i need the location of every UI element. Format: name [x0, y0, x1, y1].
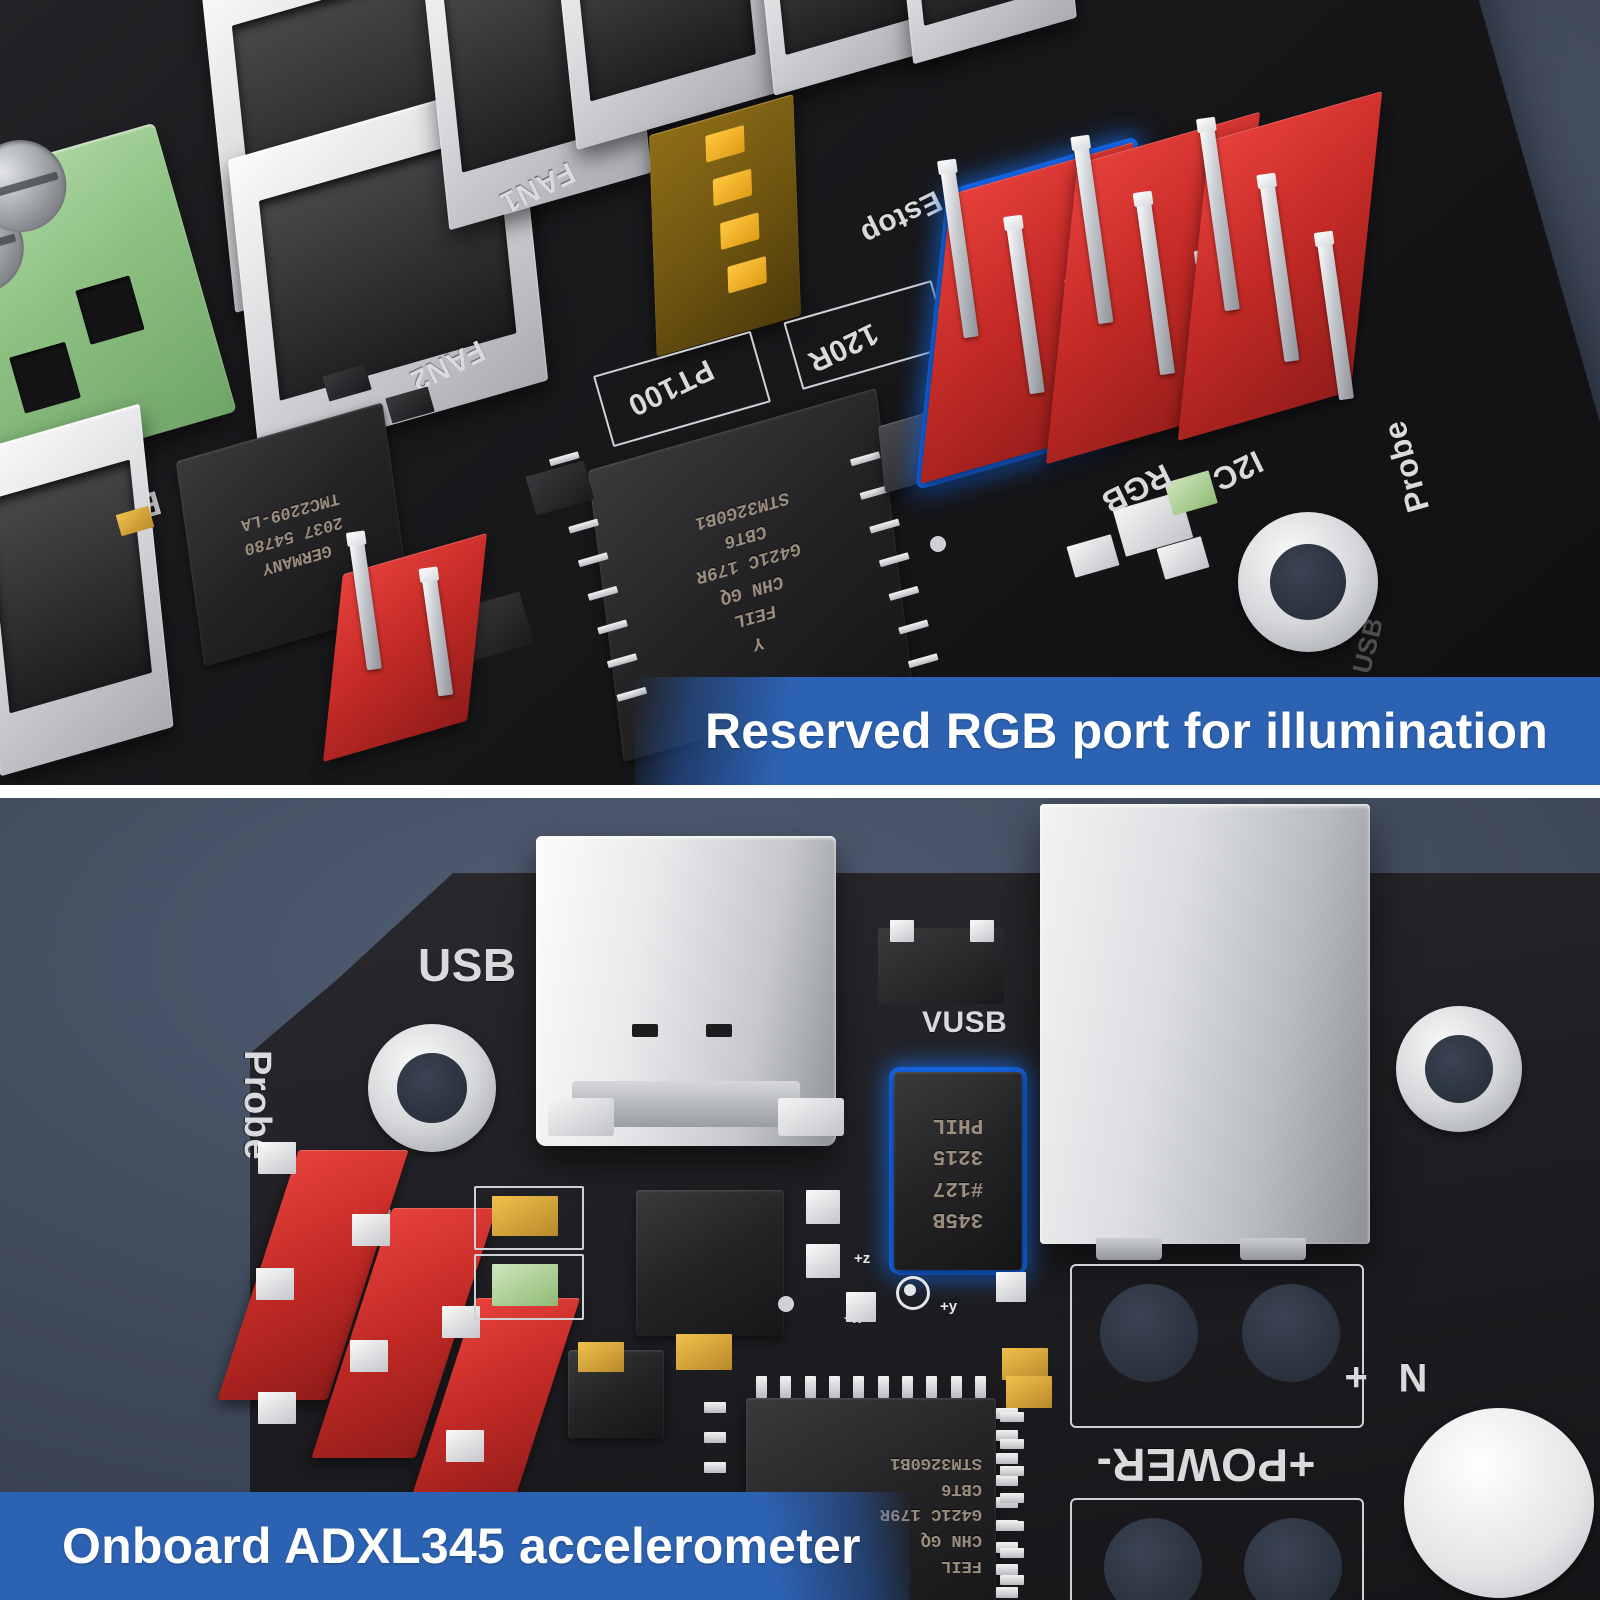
vusb-pad-2 — [970, 920, 994, 942]
smd-cap-d — [1006, 1376, 1052, 1408]
rgb-pad-2 — [446, 1430, 484, 1462]
regulator-ic — [636, 1190, 784, 1336]
shielded-can — [1040, 804, 1370, 1260]
caption-rgb-port: Reserved RGB port for illumination — [635, 677, 1600, 785]
pad-x2 — [806, 1244, 840, 1278]
mcu-b-line-2: CBT6 — [941, 1478, 982, 1498]
power-hole-3 — [1104, 1518, 1202, 1600]
mounting-hole — [1238, 512, 1378, 652]
probe-pad-1 — [258, 1142, 296, 1174]
accel-line-3: #127 — [932, 1175, 984, 1199]
smd-cap-b — [578, 1342, 624, 1372]
pad-x4 — [996, 1272, 1026, 1302]
panel-divider — [0, 785, 1600, 798]
motor-terminal — [1404, 1408, 1594, 1598]
pin-ladder-a — [1000, 1412, 1026, 1600]
rgb-pad-1 — [442, 1306, 480, 1338]
usb-label: USB — [418, 939, 517, 991]
led-1 — [492, 1196, 558, 1236]
usb-mounting-hole — [368, 1024, 496, 1152]
mcu-line-6: Y — [751, 630, 765, 654]
motor-n-label: N — [1398, 1355, 1428, 1399]
probe-pad-3 — [258, 1392, 296, 1424]
power-label: +POWER- — [1096, 1439, 1316, 1491]
probe-pad-2 — [256, 1268, 294, 1300]
pcb-via-1 — [930, 536, 946, 552]
vusb-pad-1 — [890, 920, 914, 942]
panel-rgb-port: E0 FAN1 FAN2 PT100 120R Estop GERMANY — [0, 0, 1600, 785]
pad-x3 — [846, 1292, 876, 1322]
usb-tab-right — [778, 1098, 844, 1136]
terminal-slot-2 — [75, 275, 145, 345]
smd-cap-c — [1002, 1348, 1048, 1380]
mcu-b-line-4: CHN GQ — [920, 1530, 982, 1550]
mcu-b-pins-top — [756, 1376, 986, 1400]
axis-y-label: +y — [940, 1298, 958, 1315]
mcu-b-line-1: STM32G0B1 — [890, 1452, 982, 1472]
led-outline-1 — [474, 1186, 584, 1250]
power-pad-outline-bottom — [1070, 1498, 1364, 1600]
smd-cap-a — [676, 1334, 732, 1370]
led-2 — [492, 1264, 558, 1306]
usb-c-connector[interactable] — [536, 836, 836, 1146]
caption-accelerometer-text: Onboard ADXL345 accelerometer — [62, 1518, 861, 1574]
right-mounting-hole — [1396, 1006, 1522, 1132]
pad-x1 — [806, 1190, 840, 1224]
power-hole-1 — [1100, 1284, 1198, 1382]
dip-switch[interactable] — [649, 94, 801, 357]
power-pad-outline-top — [1070, 1264, 1364, 1428]
panel-accelerometer: USB Probe I2C RGB VUSB — [0, 798, 1600, 1600]
caption-rgb-port-text: Reserved RGB port for illumination — [705, 703, 1549, 759]
accel-line-4: 345B — [932, 1207, 984, 1231]
caption-accelerometer: Onboard ADXL345 accelerometer — [0, 1492, 910, 1600]
pcb-via-2 — [778, 1296, 794, 1312]
terminal-slot-1 — [9, 341, 81, 414]
accel-line-1: PHIL — [932, 1113, 984, 1137]
accelerometer-chip: 345B #127 3215 PHIL — [894, 1072, 1022, 1270]
axis-marker-dot — [904, 1284, 916, 1296]
accel-line-2: 3215 — [932, 1144, 984, 1168]
vusb-label: VUSB — [922, 1006, 1008, 1039]
mcu-b-line-5: FEIL — [941, 1556, 982, 1576]
power-hole-4 — [1244, 1518, 1342, 1600]
usb-tab-left — [548, 1098, 614, 1136]
power-hole-2 — [1242, 1284, 1340, 1382]
i2c-pad-1 — [352, 1214, 390, 1246]
axis-z-label: +z — [854, 1250, 871, 1267]
axis-marker-ring — [896, 1276, 930, 1310]
i2c-pad-2 — [350, 1340, 388, 1372]
led-outline-2 — [474, 1254, 584, 1320]
motor-plus-label: + — [1344, 1355, 1368, 1399]
